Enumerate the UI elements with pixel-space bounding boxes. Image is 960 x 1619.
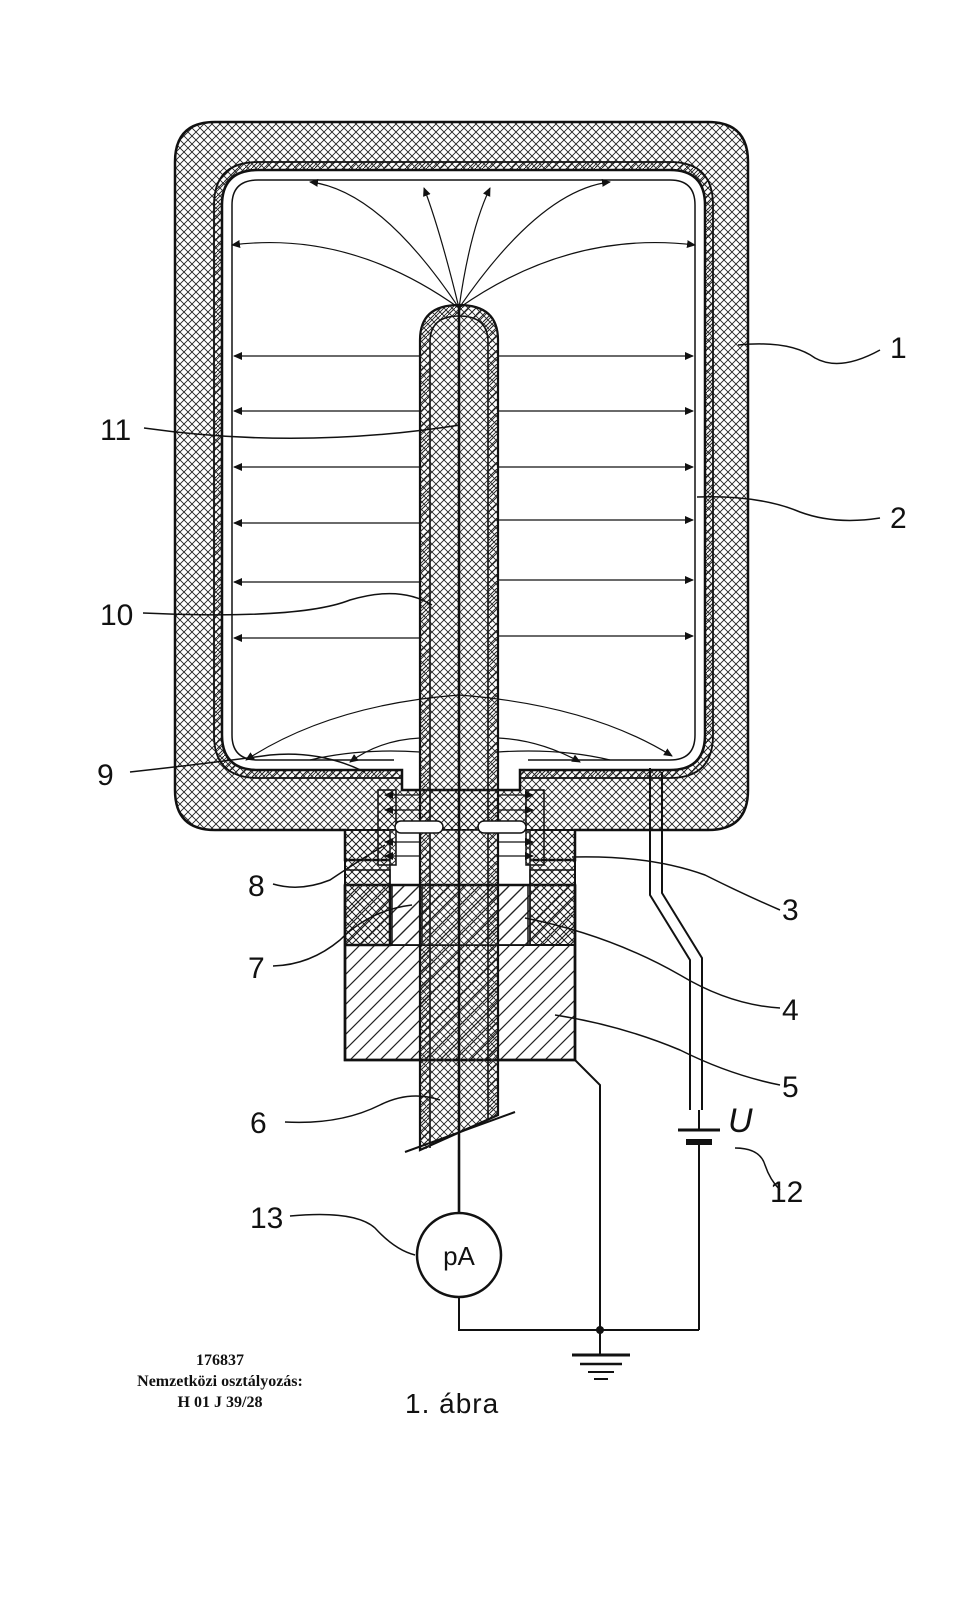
spacer-pin-right (477, 820, 527, 834)
label-5: 5 (782, 1071, 799, 1104)
inner-electrode (213, 161, 714, 779)
leader-lines (129, 343, 881, 1256)
label-13: 13 (250, 1202, 283, 1235)
guard-block-left (344, 869, 391, 946)
guard-ring-right (497, 884, 529, 946)
label-8: 8 (248, 870, 265, 903)
meter-bottom-wire (458, 1297, 699, 1331)
label-3: 3 (782, 894, 799, 927)
rod-coating-shade (420, 305, 498, 1150)
guard-block-right (529, 869, 576, 946)
figure-caption: 1. ábra (405, 1388, 500, 1419)
label-9: 9 (97, 759, 114, 792)
label-10: 10 (100, 599, 133, 632)
label-12: 12 (770, 1176, 803, 1209)
field-lines (231, 178, 696, 860)
housing-ground-wire (574, 1059, 601, 1330)
label-1: 1 (890, 332, 907, 365)
label-voltage-u: U (728, 1102, 753, 1140)
patent-number: 176837 (196, 1352, 244, 1369)
electrode-lead (649, 768, 691, 1110)
classification-block: 176837 Nemzetközi osztályozás: H 01 J 39… (100, 1350, 340, 1413)
label-11: 11 (100, 414, 131, 447)
electrode-lead-inner (661, 772, 703, 1110)
label-4: 4 (782, 994, 799, 1027)
picoammeter-label: pA (443, 1241, 475, 1271)
classification-title: Nemzetközi osztályozás: (137, 1373, 303, 1390)
guard-ring-left (391, 884, 423, 946)
label-2: 2 (890, 502, 907, 535)
classification-code: H 01 J 39/28 (177, 1394, 263, 1411)
spacer-ring-left (377, 789, 397, 866)
spacer-pin-left (394, 820, 444, 834)
rod-break-line (404, 1111, 516, 1153)
label-7: 7 (248, 952, 265, 985)
label-6: 6 (250, 1107, 267, 1140)
spacer-ring-right (525, 789, 545, 866)
